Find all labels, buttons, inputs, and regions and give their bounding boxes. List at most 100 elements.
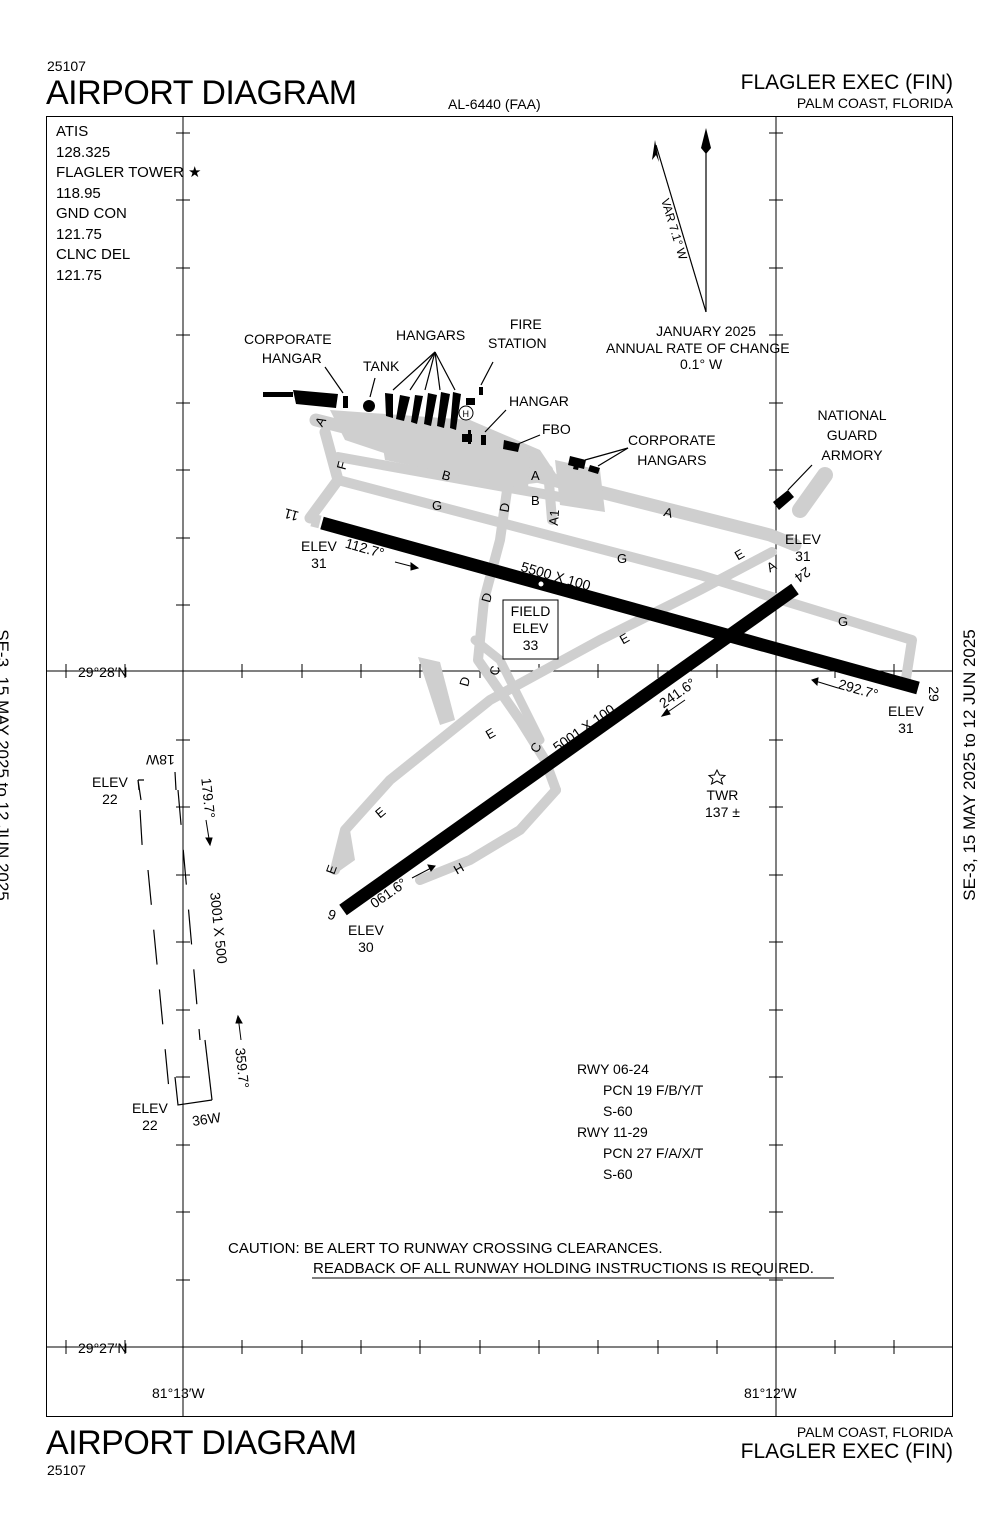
pcn-rwy-06-24-strength: S-60	[603, 1103, 633, 1119]
w36-elev-value: 22	[142, 1117, 158, 1133]
taxiway-e	[330, 547, 777, 875]
rwy29-elev-value: 31	[898, 720, 914, 736]
label-hangar: HANGAR	[509, 393, 569, 409]
building-corporate-hangar	[293, 390, 338, 408]
variation-note-line1: JANUARY 2025	[656, 323, 756, 339]
field-elev-box	[502, 599, 559, 660]
lat-label-lower: 29°27′N	[78, 1340, 127, 1356]
diagram-frame	[46, 116, 953, 1417]
tower-name: TWR	[706, 787, 739, 803]
taxiway-f	[304, 426, 344, 524]
w18-elev-value: 22	[102, 791, 118, 807]
pcn-rwy-06-24: RWY 06-24	[577, 1061, 649, 1077]
airport-name: FLAGLER EXEC (FIN)	[740, 71, 953, 94]
field-elev-l1: FIELD	[510, 603, 551, 619]
taxiway-label-g-mid: G	[617, 551, 628, 566]
freq-clearance-value: 121.75	[56, 266, 102, 284]
label-hangars: HANGARS	[396, 327, 466, 343]
callout-lines	[324, 351, 813, 491]
page-title: AIRPORT DIAGRAM	[46, 74, 357, 112]
label-armory-l3: ARMORY	[821, 447, 883, 463]
freq-tower-name: FLAGLER TOWER ★	[56, 164, 202, 181]
building-small	[343, 396, 348, 408]
tower-height: 137 ±	[705, 804, 740, 820]
lon-label-left: 81°13′W	[152, 1385, 205, 1401]
label-armory-l1: NATIONAL	[817, 407, 887, 423]
rwy6-elev-value: 30	[358, 939, 374, 955]
caution-line2: READBACK OF ALL RUNWAY HOLDING INSTRUCTI…	[313, 1260, 814, 1277]
runway-11-29	[320, 516, 920, 695]
grid-ticks	[65, 132, 895, 1354]
taxiway-h	[415, 785, 561, 885]
label-corporate-hangar-l1: CORPORATE	[244, 331, 332, 347]
footer-volume-id: 25107	[47, 1462, 86, 1478]
taxiway-label-a-mid: A	[531, 468, 540, 483]
field-elev-l3: 33	[522, 637, 539, 653]
water-runway-18w-elev: ELEV 22	[92, 774, 128, 808]
pcn-rwy-11-29-value: PCN 27 F/A/X/T	[603, 1145, 704, 1161]
rwy24-elev-value: 31	[795, 548, 811, 564]
water-runway-18w-end: 18W	[146, 752, 175, 768]
building-fbo	[503, 440, 520, 452]
heliport-symbol	[458, 405, 474, 421]
freq-ground-name: GND CON	[56, 205, 127, 222]
heliport-letter: H	[463, 409, 470, 419]
label-fire-station-l1: FIRE	[509, 316, 542, 332]
w18-elev-label: ELEV	[92, 774, 128, 790]
building-armory	[773, 490, 794, 510]
runway-29-end: 29	[925, 686, 942, 702]
taxiway-network	[304, 413, 917, 885]
north-arrow	[701, 128, 711, 312]
aprons	[330, 410, 605, 872]
chart-number: AL-6440 (FAA)	[448, 96, 541, 112]
taxiway-label-a1: A1	[545, 508, 563, 527]
freq-clearance-name: CLNC DEL	[56, 246, 131, 263]
w36-elev-label: ELEV	[132, 1100, 168, 1116]
label-fire-station: FIRE STATION	[488, 315, 547, 353]
lat-label-upper: 29°28′N	[78, 664, 127, 680]
runway-11-blastpad	[310, 513, 322, 529]
lon-label-right: 81°12′W	[744, 1385, 797, 1401]
heading-arrows	[205, 561, 839, 1041]
label-tank: TANK	[363, 358, 400, 374]
field-elev-l2: ELEV	[512, 620, 549, 636]
building-corporate-hangar-wing	[263, 392, 293, 397]
volume-id: 25107	[47, 58, 86, 74]
rwy24-elev-label: ELEV	[785, 531, 821, 547]
label-fbo: FBO	[542, 421, 571, 437]
tank-symbol	[363, 400, 375, 412]
freq-ground-value: 121.75	[56, 225, 102, 243]
label-corporate-hangars: CORPORATE HANGARS	[628, 430, 716, 470]
taxiway-c	[470, 635, 545, 745]
variation-note-line3: 0.1° W	[680, 356, 723, 372]
rwy11-elev-value: 31	[311, 555, 327, 571]
runway-11-elev: ELEV 31	[301, 538, 337, 572]
rwy11-elev-label: ELEV	[301, 538, 337, 554]
taxiway-label-b-2: B	[531, 493, 540, 508]
buildings	[263, 387, 794, 510]
footer-airport-name: FLAGLER EXEC (FIN)	[740, 1440, 953, 1463]
field-elev-label: FIELD ELEV 33	[503, 603, 558, 654]
pcn-rwy-11-29-strength: S-60	[603, 1166, 633, 1182]
label-fire-station-l2: STATION	[488, 335, 547, 351]
caution-line1: CAUTION: BE ALERT TO RUNWAY CROSSING CLE…	[228, 1240, 663, 1257]
label-corporate-hangar: CORPORATE HANGAR	[244, 330, 332, 368]
tower-label: TWR 137 ±	[705, 787, 740, 821]
water-runway-36w-elev: ELEV 22	[132, 1100, 168, 1134]
pcn-data: RWY 06-24 PCN 19 F/B/Y/T S-60 RWY 11-29 …	[577, 1059, 703, 1185]
lat-lon-grid	[46, 116, 953, 1417]
label-corporate-hangar-l2: HANGAR	[261, 350, 322, 366]
freq-atis-name: ATIS	[56, 123, 89, 140]
runway-24-elev: ELEV 31	[785, 531, 821, 565]
tower-star-icon	[707, 768, 727, 786]
rwy6-elev-label: ELEV	[348, 922, 384, 938]
rwy29-elev-label: ELEV	[888, 703, 924, 719]
freq-tower-value: 118.95	[56, 184, 101, 202]
footer-city-state: PALM COAST, FLORIDA	[796, 1424, 953, 1440]
city-state: PALM COAST, FLORIDA	[796, 95, 953, 111]
freq-atis-value: 128.325	[56, 143, 111, 161]
taxiway-label-g-west: G	[432, 498, 443, 513]
variation-note: JANUARY 2025	[651, 323, 761, 339]
magnetic-north-arrow	[652, 140, 707, 313]
